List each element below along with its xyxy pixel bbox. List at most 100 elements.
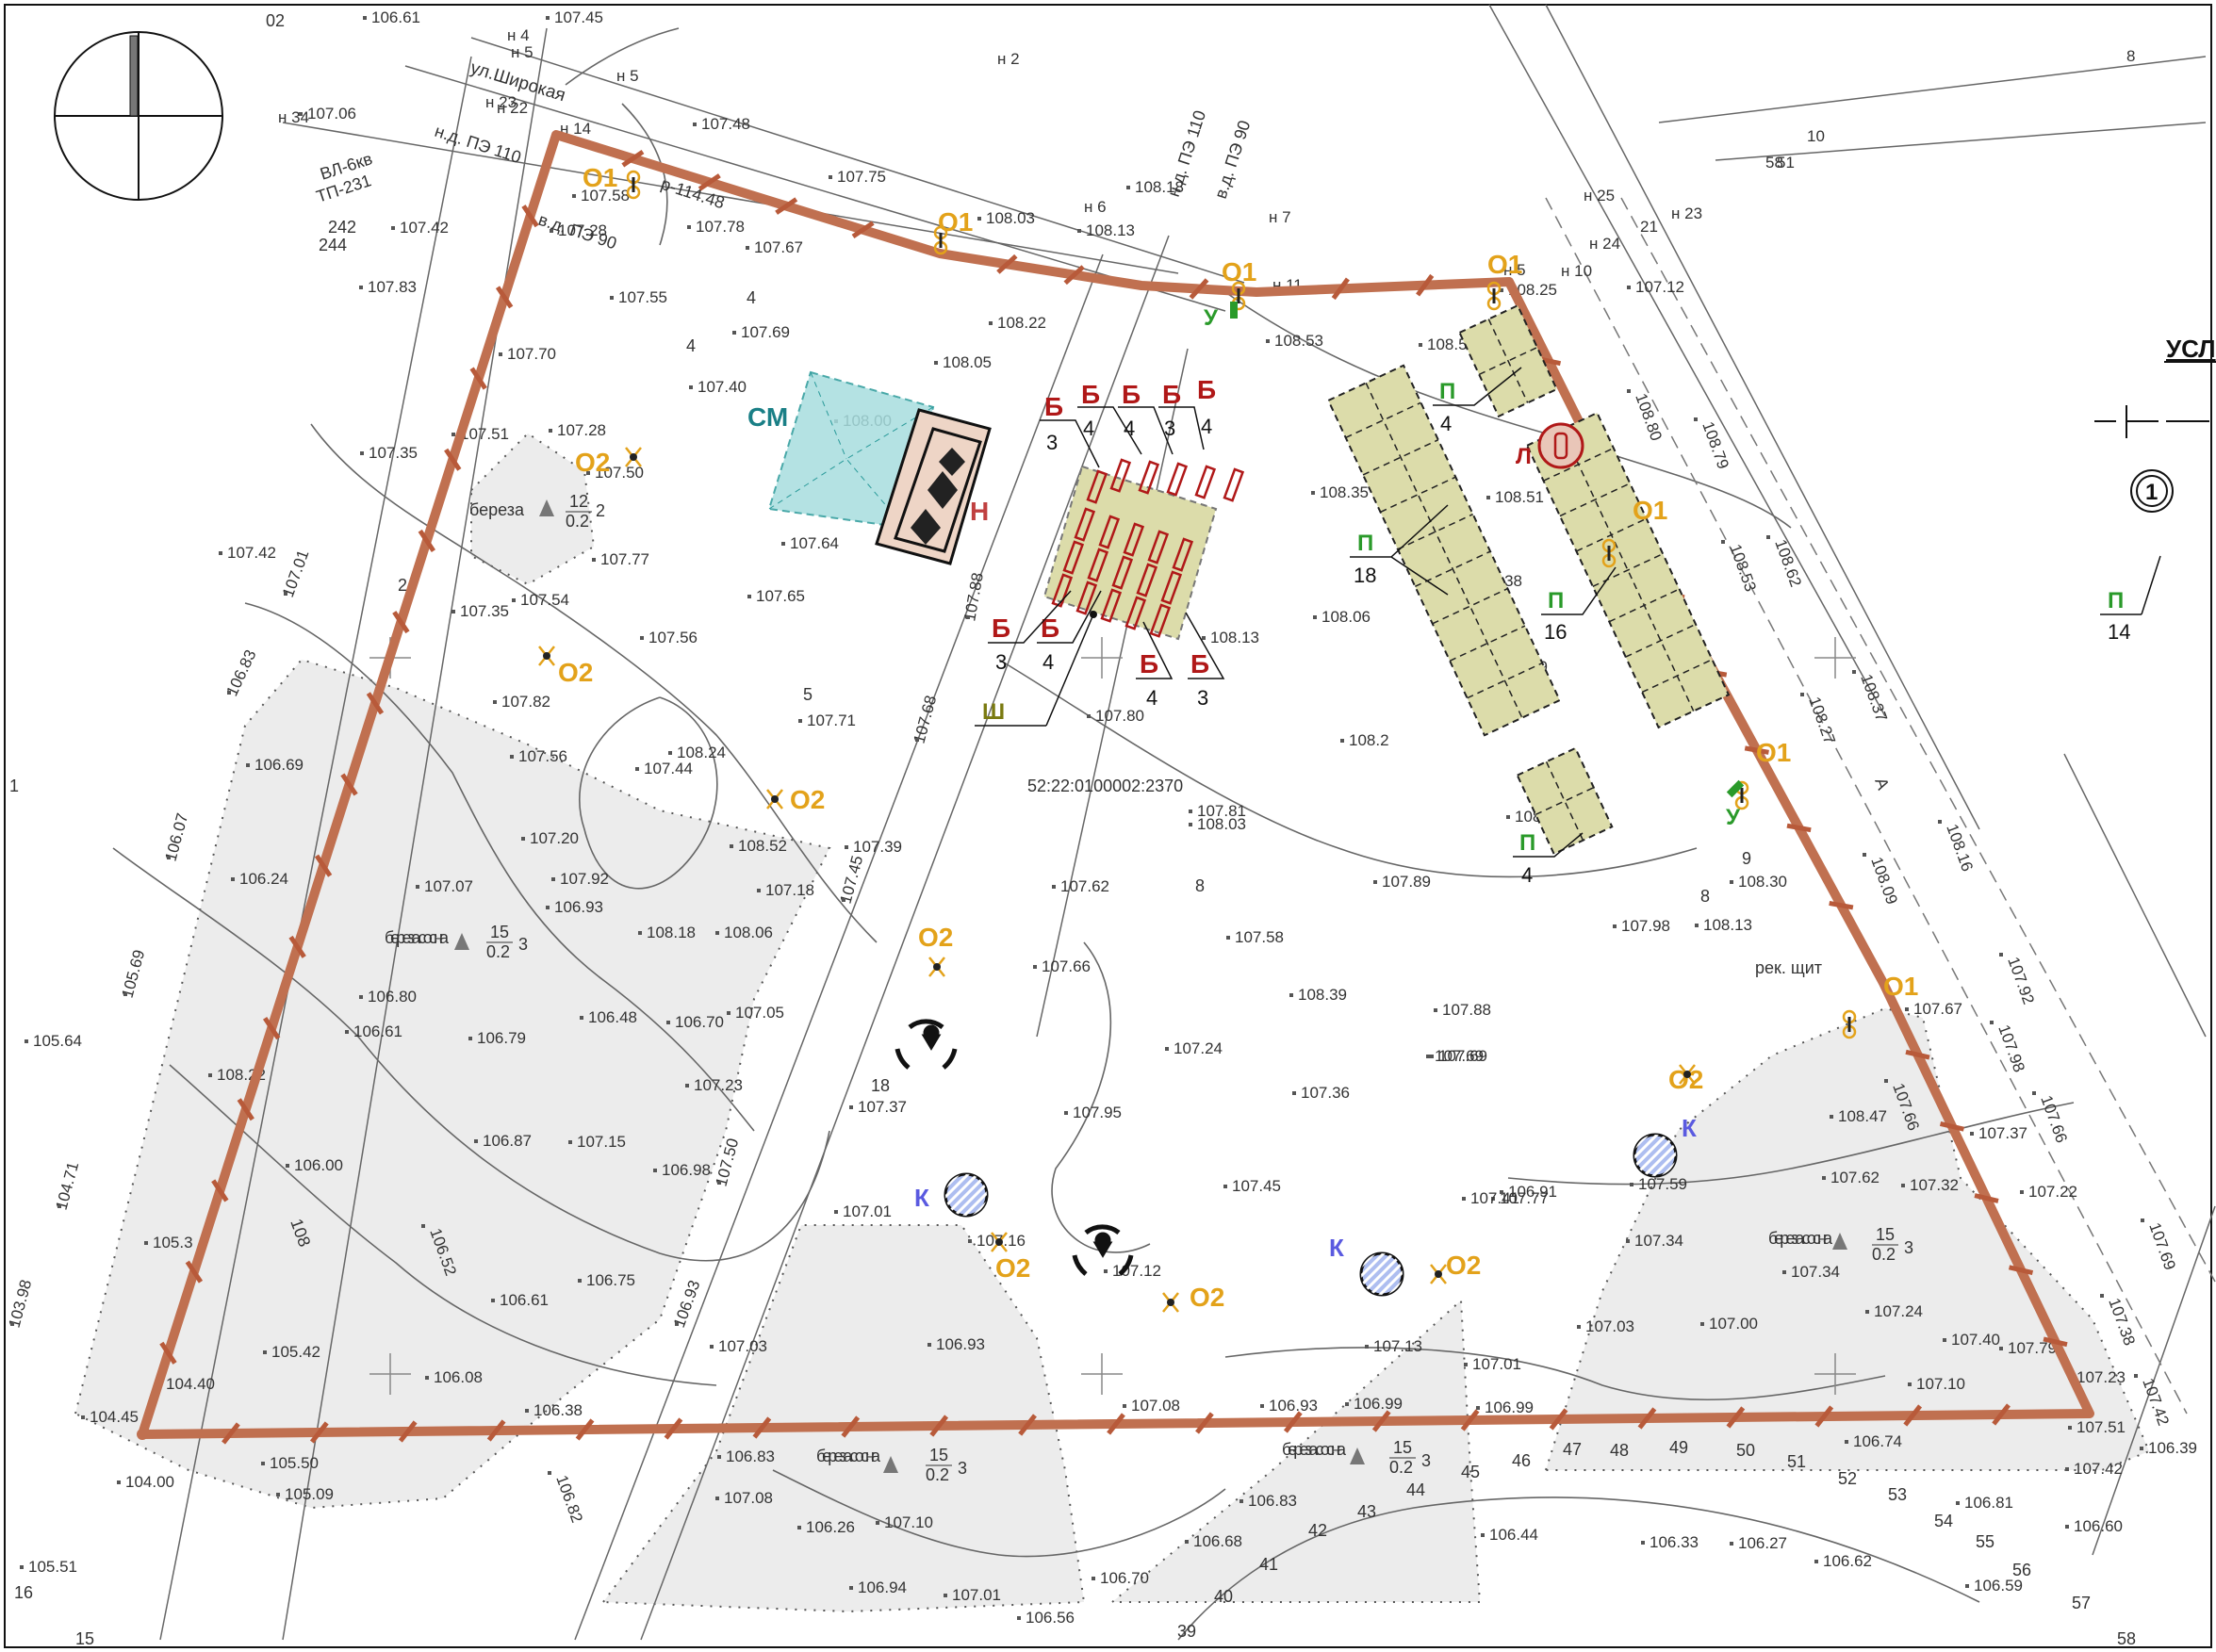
elevation-point [363,16,367,20]
tree-name: береза сосна [1768,1229,1833,1248]
tree-diameter: 0.2 [1389,1458,1413,1477]
boundary-tick [1371,1410,1391,1432]
label-K: К [1682,1114,1697,1142]
elevation-point [746,246,749,250]
elevation-point [2020,1190,2024,1194]
elevation-point [551,877,555,881]
boundary-tick [996,254,1018,274]
boundary-tick [841,1415,861,1438]
node-label: н 34 [278,108,309,126]
elevation-point [572,194,576,198]
grid-crosses [369,637,1856,1395]
contour-number: 56 [2012,1561,2031,1579]
boundary-tick [1107,1413,1125,1435]
elevation-point [1313,615,1317,619]
legend-P-value: 14 [2108,620,2130,644]
structure-N: Н [875,408,992,565]
elevation-point [2134,1374,2138,1378]
elevation-point [968,1239,972,1243]
elevation-label: 107.67 [1913,1000,1962,1018]
light-pole-icon [895,1019,958,1070]
O2-marker: О2 [538,646,593,687]
elevation-label: 107.65 [756,587,805,605]
bench-bar [1123,522,1145,557]
U-markers: У У [1204,302,1745,830]
elevation-label: 108.80 [1632,391,1666,443]
elevation-point [499,352,502,356]
elevation-label: 106.60 [2074,1517,2123,1535]
node-label: н 4 [507,26,530,44]
boundary-tick [444,448,462,471]
elevation-label: 104.00 [125,1473,174,1491]
elevation-point [1830,1115,1833,1119]
elevation-point [934,361,938,365]
elevation-label: 107.20 [530,829,579,847]
elevation-point [689,385,693,389]
powerline-value-2: 244 [319,236,347,254]
elevation-point [1577,1325,1581,1329]
elevation-label: 107.79 [2008,1339,2057,1357]
boundary-tick [521,204,539,228]
O2-marker: О2 [575,447,642,477]
cadastral-number: 52:22:0100002:2370 [1027,777,1183,795]
P-fraction: 4 [1521,863,1533,887]
tree-name: береза сосна [1282,1440,1347,1459]
O1-marker: О1 [583,163,641,200]
node-label: н 25 [1584,187,1615,204]
elevation-label: 107.92 [2004,955,2038,1006]
elevation-point [1901,1184,1905,1187]
elevation-point [1990,1021,1994,1024]
label-P: П [1519,830,1535,856]
contour-number: 5 [803,685,813,704]
elevation-point [550,229,553,233]
elevation-label: 107.12 [1112,1262,1161,1280]
elevation-label: 107.59 [1638,1175,1687,1193]
bench-bar [1100,588,1123,623]
elevation-label: 106.91 [1508,1183,1557,1201]
elevation-point [1695,924,1699,927]
elevation-label: 107.67 [754,238,803,256]
elevation-point [1052,885,1056,889]
elevation-label: 107.01 [952,1586,1001,1604]
contour-number: 53 [1888,1485,1907,1504]
contour-number: 50 [1736,1441,1755,1460]
elevation-label: 107.23 [2076,1368,2126,1386]
elevation-point [693,123,697,126]
elevation-point [1365,1345,1369,1349]
elevation-label: 107.83 [368,278,417,296]
contour-number: 8 [1195,876,1205,895]
elevation-label: 108.35 [1320,483,1369,501]
elevation-point [1627,389,1631,393]
elevation-label: 107.62 [1060,877,1109,895]
elevation-label: 107.12 [1635,278,1684,296]
elevation-point [989,321,993,325]
elevation-point [1630,1183,1633,1186]
elevation-point [1626,1239,1630,1243]
tree-name: береза [469,500,525,519]
elevation-label: 106.61 [500,1291,549,1309]
bench-bar [1109,458,1132,493]
elevation-label: 107.89 [1382,873,1431,891]
elevation-label: 106.26 [806,1518,855,1536]
powerline-labels: ВЛ-6кв ТП-231 242 244 [314,149,374,254]
elevation-point [10,1322,14,1326]
boundary-tick [418,529,435,552]
B-labels: Б 3 Б 4 Б 4 Б 3 Б 4 Б 3 Б 4 Б 4 Б 3 [988,375,1225,710]
boundary-tick [1195,1412,1214,1434]
elevation-label: 107.23 [694,1076,743,1094]
label-SM: СМ [747,402,788,432]
elevation-point [1500,288,1503,292]
elevation-point [1373,880,1377,884]
elevation-point [732,331,736,335]
legend-marker-1-label: 1 [2145,480,2158,505]
B-fraction: 4 [1042,650,1054,674]
elevation-point [1345,1402,1349,1406]
elevation-label: 107.42 [2139,1376,2173,1428]
elevation-label: 107.56 [518,747,567,765]
elevation-point [1500,1190,1503,1194]
elevation-point [1087,714,1091,718]
elevation-point [1064,1111,1068,1115]
B-fraction: 3 [1197,686,1208,710]
bench-bar [1074,507,1096,542]
boundary-tick [1063,265,1085,286]
